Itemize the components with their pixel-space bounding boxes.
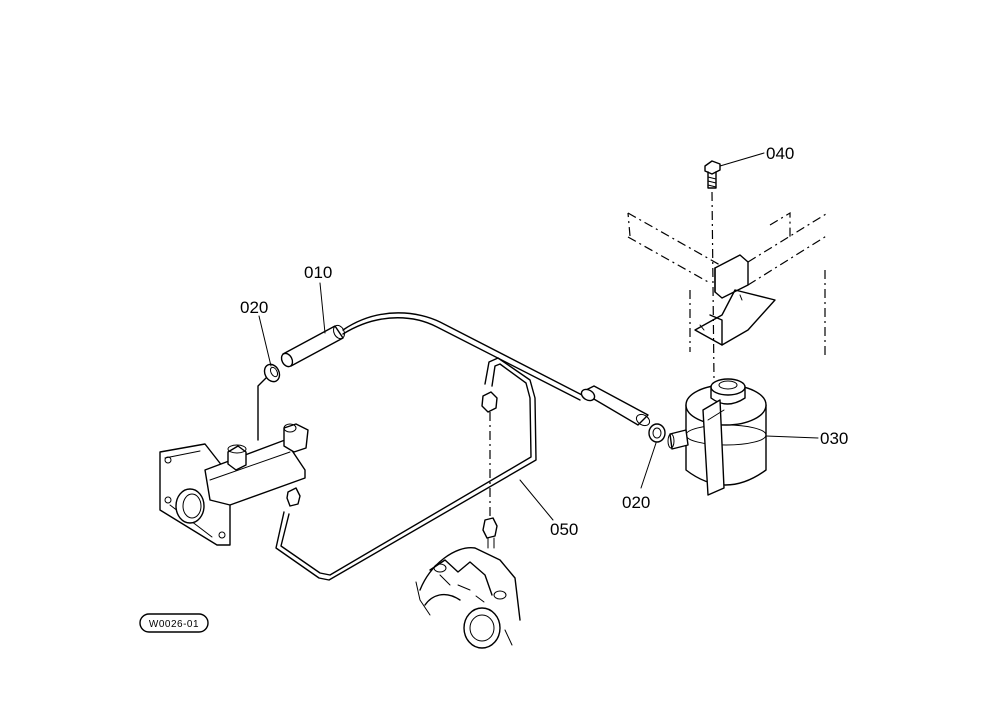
clamp-020-left xyxy=(263,363,281,383)
clamp-020-right xyxy=(648,423,666,443)
diagram-code-badge: W0026-01 xyxy=(139,613,209,633)
clutch-housing xyxy=(415,547,521,649)
leader-030 xyxy=(765,435,819,439)
label-040: 040 xyxy=(766,144,794,163)
hose-right xyxy=(580,385,651,427)
pipe-050 xyxy=(275,357,537,581)
leader-020-left xyxy=(258,315,272,367)
label-020-right: 020 xyxy=(622,493,650,512)
frame-bracket xyxy=(627,211,829,355)
hose-010 xyxy=(280,324,346,368)
bolt-040 xyxy=(704,160,721,189)
master-cylinder xyxy=(159,423,309,546)
reservoir-tank-030 xyxy=(667,378,767,496)
cylinder-hose-line xyxy=(257,377,267,441)
label-020-left: 020 xyxy=(240,298,268,317)
bolt-axis-line xyxy=(711,191,715,381)
leader-050 xyxy=(519,479,554,521)
diagram-code: W0026-01 xyxy=(149,619,199,630)
leader-020-right xyxy=(640,442,657,489)
label-030: 030 xyxy=(820,429,848,448)
leader-040 xyxy=(719,152,765,167)
label-050: 050 xyxy=(550,520,578,539)
leader-010 xyxy=(319,282,326,334)
label-010: 010 xyxy=(304,263,332,282)
return-hose-line xyxy=(342,312,583,396)
